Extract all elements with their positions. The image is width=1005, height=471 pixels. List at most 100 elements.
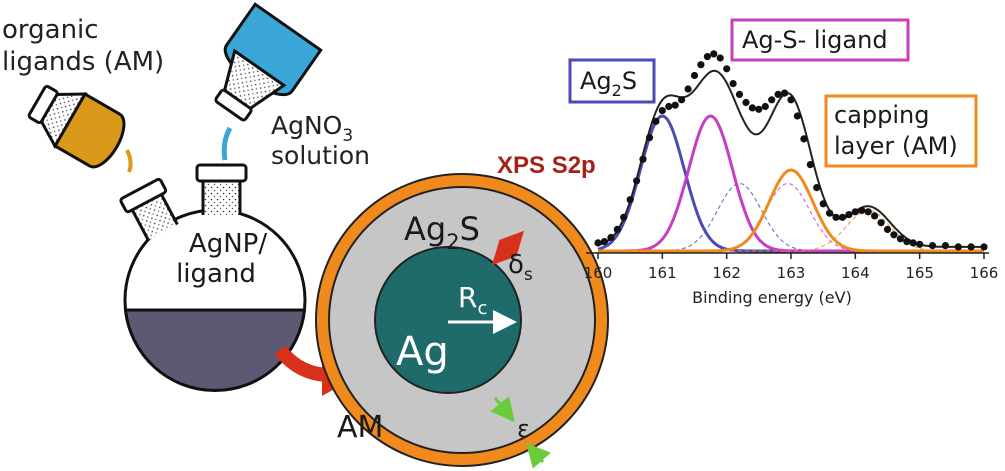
data-point bbox=[883, 225, 892, 233]
peak-2-0 bbox=[598, 168, 984, 253]
data-point bbox=[980, 243, 988, 251]
data-point bbox=[626, 196, 634, 204]
peak-0-1 bbox=[598, 182, 984, 252]
flask-neck-right-joint bbox=[195, 163, 248, 183]
data-point bbox=[774, 90, 782, 98]
data-point bbox=[813, 184, 821, 192]
capping-legend-line1: capping bbox=[834, 101, 929, 129]
data-point bbox=[838, 213, 847, 221]
data-point bbox=[671, 101, 679, 109]
x-tick-label: 166 bbox=[970, 264, 999, 282]
data-point bbox=[729, 80, 737, 88]
agno3-label: AgNO3 bbox=[271, 111, 353, 146]
organic-ligands-label-line1: organic bbox=[2, 15, 99, 45]
flask-neck-right bbox=[201, 178, 242, 215]
data-point bbox=[800, 135, 808, 143]
data-point bbox=[896, 235, 905, 243]
data-point bbox=[819, 200, 827, 208]
data-point bbox=[864, 208, 872, 216]
nanoparticle-diagram: Ag2S δs Rc Ag AM ε bbox=[315, 173, 609, 469]
data-point bbox=[845, 211, 853, 219]
data-point bbox=[665, 102, 673, 111]
data-point bbox=[633, 177, 641, 185]
xps-title: XPS S2p bbox=[497, 152, 596, 179]
shell-label: Ag2S bbox=[404, 210, 480, 254]
flask-label-line1: AgNP/ bbox=[189, 229, 267, 259]
x-tick-label: 163 bbox=[777, 264, 806, 282]
data-point bbox=[735, 90, 744, 98]
x-axis-label: Binding energy (eV) bbox=[692, 288, 852, 307]
x-tick-label: 162 bbox=[712, 264, 741, 282]
data-point bbox=[594, 239, 602, 247]
data-point bbox=[826, 209, 834, 217]
organic-ligands-label-line2: ligands (AM) bbox=[2, 47, 164, 77]
data-point bbox=[645, 134, 654, 142]
data-point bbox=[967, 243, 975, 251]
xps-plot-area bbox=[594, 50, 988, 253]
reaction-flask: AgNP/ ligand bbox=[119, 163, 307, 393]
data-point bbox=[678, 96, 686, 104]
data-point bbox=[703, 53, 712, 61]
data-point bbox=[793, 112, 802, 120]
data-point bbox=[690, 71, 699, 80]
xps-chart: 160 161 162 163 164 165 166 Binding energy (eV… bbox=[497, 18, 999, 307]
data-point bbox=[716, 54, 724, 62]
peak-1-1 bbox=[598, 182, 984, 252]
silver-core bbox=[374, 246, 522, 394]
data-point bbox=[600, 238, 609, 246]
data-point bbox=[620, 213, 628, 221]
data-point bbox=[916, 240, 924, 248]
organic-ligands-flask bbox=[27, 85, 126, 169]
data-point bbox=[806, 161, 814, 169]
data-point bbox=[851, 208, 859, 216]
x-tick-label: 161 bbox=[648, 264, 677, 282]
data-point bbox=[761, 102, 769, 111]
capping-legend-line2: layer (AM) bbox=[834, 132, 958, 160]
flask-liquid bbox=[123, 308, 307, 393]
data-point bbox=[768, 96, 776, 104]
shell-thickness-arrow bbox=[491, 230, 525, 266]
flask-label-line2: ligand bbox=[176, 259, 256, 289]
data-point bbox=[742, 98, 750, 107]
x-tick-label: 164 bbox=[841, 264, 870, 282]
data-point bbox=[858, 206, 866, 215]
data-point bbox=[658, 107, 666, 115]
agno3-flask bbox=[214, 2, 323, 122]
data-point bbox=[710, 50, 718, 58]
agsligand-legend-label: Ag-S- ligand bbox=[742, 26, 888, 54]
data-point bbox=[697, 61, 705, 69]
data-point bbox=[748, 104, 757, 112]
data-point bbox=[613, 225, 621, 233]
core-radius-label: Rc bbox=[458, 281, 487, 319]
data-point bbox=[941, 242, 950, 250]
core-label: Ag bbox=[396, 329, 449, 375]
x-tick-label: 160 bbox=[584, 264, 613, 282]
epsilon-arrow-bottom bbox=[526, 442, 551, 469]
data-point bbox=[928, 242, 937, 250]
data-point bbox=[787, 96, 795, 104]
flask-neck-left-joint bbox=[119, 177, 168, 214]
data-point bbox=[832, 213, 840, 221]
data-point bbox=[639, 155, 647, 163]
epsilon-label: ε bbox=[517, 415, 530, 443]
data-point bbox=[652, 117, 660, 125]
data-point bbox=[723, 65, 731, 73]
data-point bbox=[877, 219, 885, 227]
x-tick-label: 165 bbox=[905, 264, 934, 282]
data-point bbox=[781, 89, 789, 97]
ag2s-legend-box bbox=[568, 58, 656, 104]
data-point bbox=[755, 105, 763, 113]
agsligand-legend-box bbox=[730, 18, 910, 62]
organic-ligands-drip bbox=[125, 149, 133, 173]
data-point bbox=[909, 239, 917, 247]
data-point bbox=[903, 238, 911, 246]
data-point bbox=[607, 233, 615, 242]
solution-label: solution bbox=[271, 141, 370, 170]
epsilon-arrow-top bbox=[490, 396, 515, 423]
x-axis-ticks: 160 161 162 163 164 165 166 bbox=[584, 253, 999, 282]
ag2s-legend-label: Ag2S bbox=[580, 67, 637, 100]
data-point bbox=[871, 212, 879, 220]
data-point bbox=[890, 231, 898, 239]
agno3-drip bbox=[221, 126, 233, 161]
